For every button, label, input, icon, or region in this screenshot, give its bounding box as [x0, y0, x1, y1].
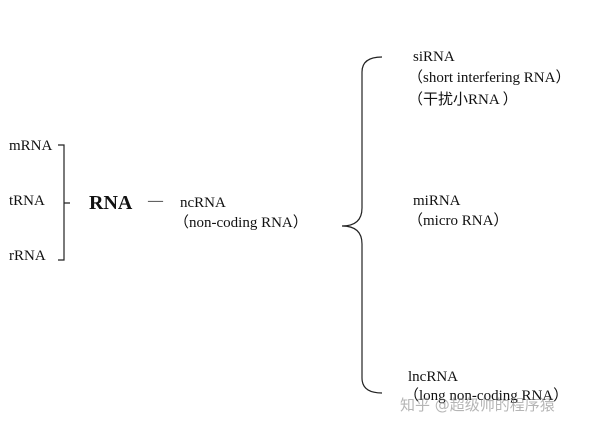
label-lncrna-full: （long non-coding RNA）: [404, 388, 569, 404]
label-ncrna: ncRNA: [180, 195, 226, 211]
left-bracket: [58, 144, 70, 261]
label-sirna-full: （short interfering RNA）: [408, 70, 571, 86]
label-rrna: rRNA: [9, 248, 46, 264]
label-ncrna-full: （non-coding RNA）: [174, 215, 308, 231]
label-mirna: miRNA: [413, 193, 461, 209]
connector-dash: —: [148, 193, 163, 209]
label-trna: tRNA: [9, 193, 45, 209]
watermark: 知乎 @超级帅的程序猿: [400, 396, 555, 414]
label-lncrna: lncRNA: [408, 369, 458, 385]
label-mirna-full: （micro RNA）: [408, 213, 509, 229]
label-rna: RNA: [89, 192, 133, 214]
right-curly-brace: [341, 56, 383, 394]
label-sirna-cn: （干扰小RNA ）: [408, 92, 518, 108]
label-mrna: mRNA: [9, 138, 53, 154]
label-sirna: siRNA: [413, 49, 455, 65]
